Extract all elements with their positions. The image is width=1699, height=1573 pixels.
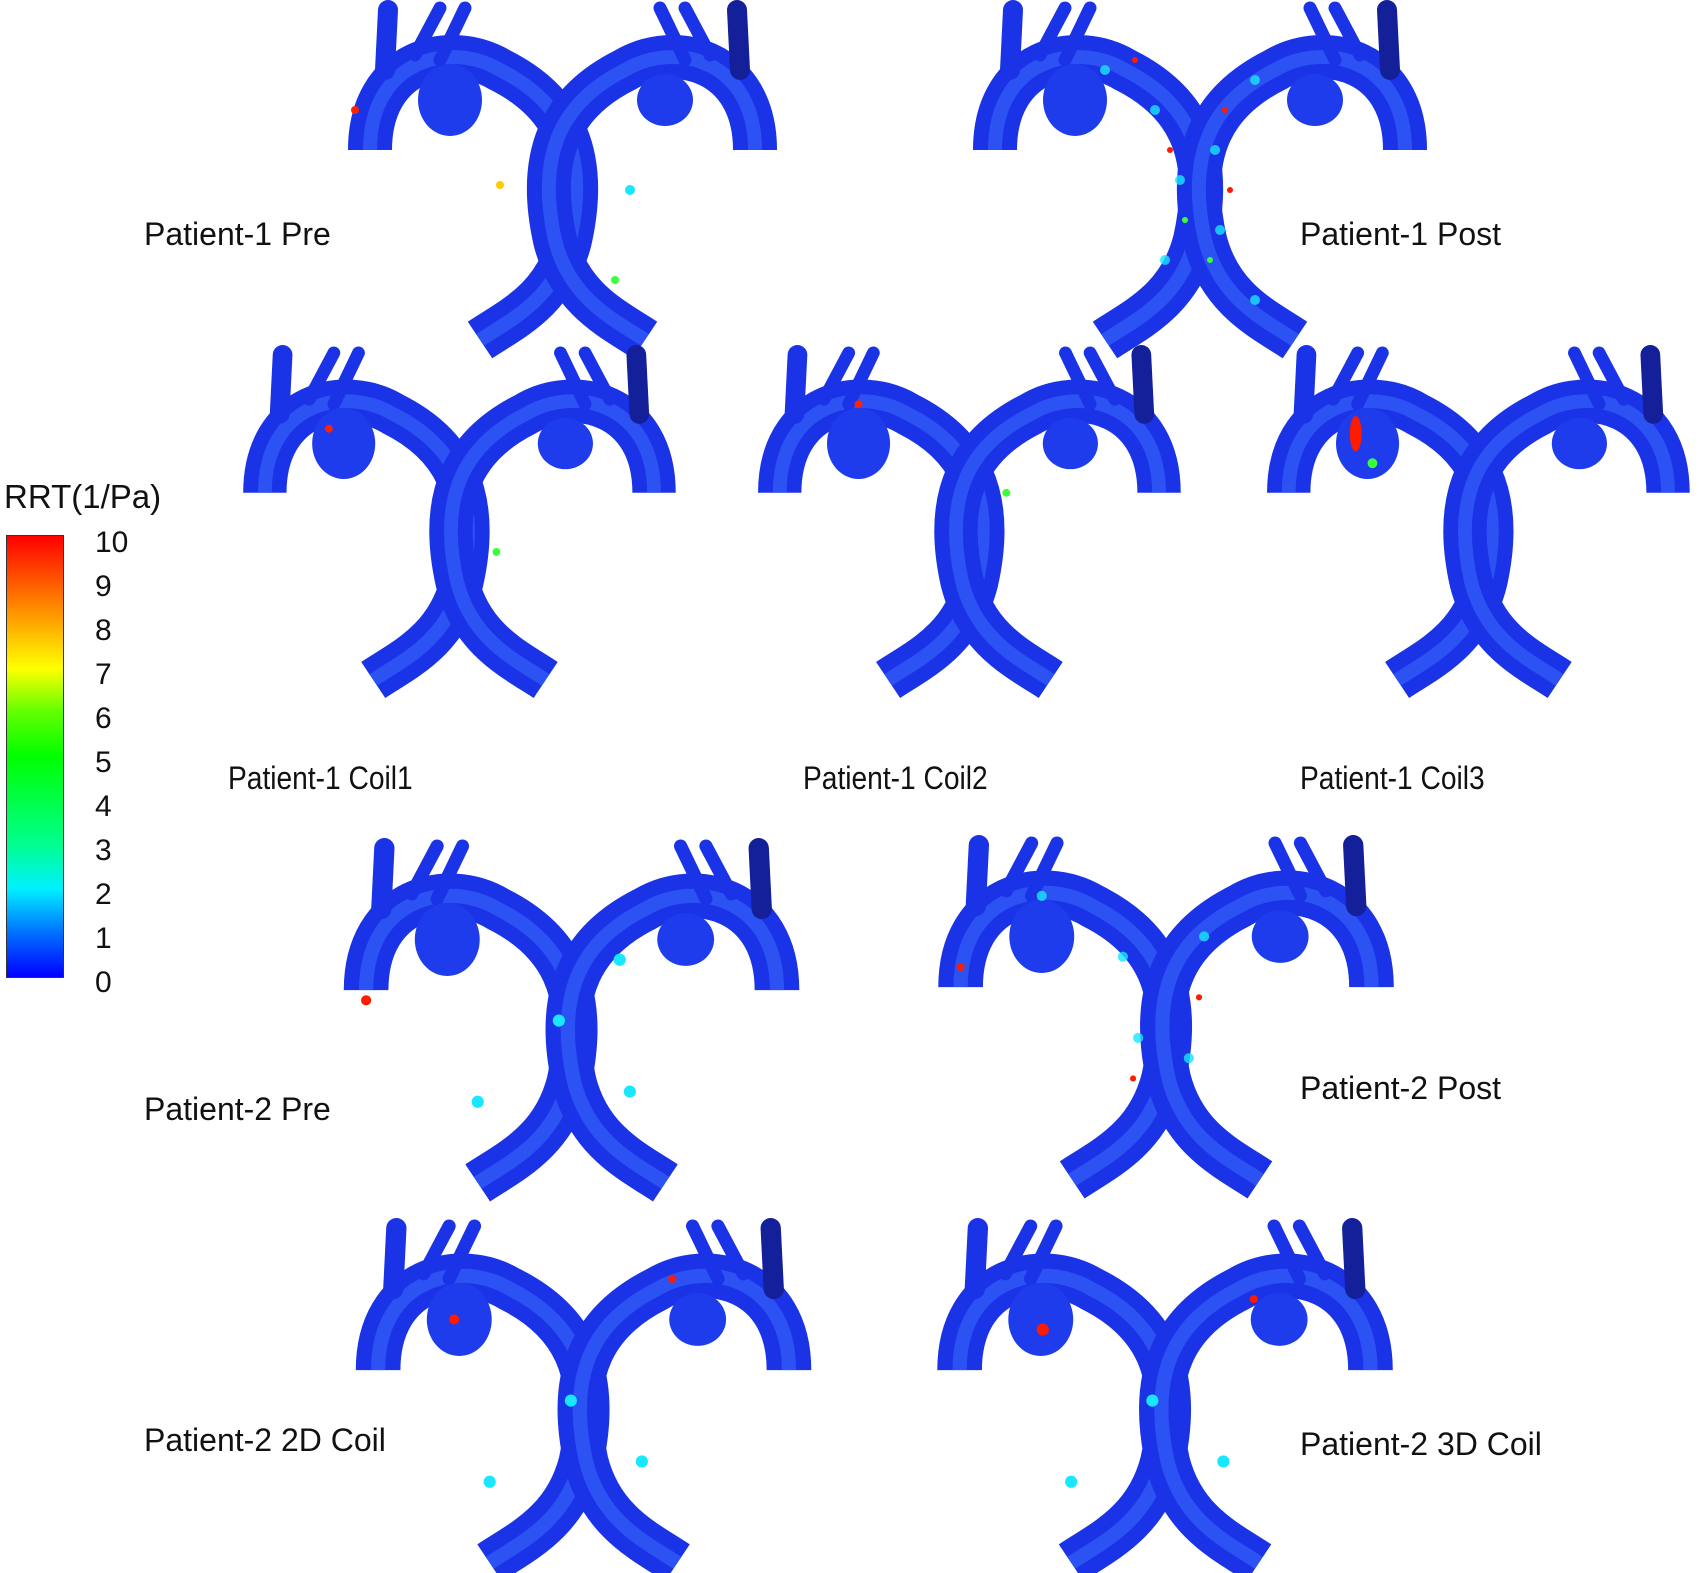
panel-p2-2d-coil	[336, 1218, 826, 1568]
tick-2: 2	[95, 878, 112, 911]
panel-p1-coil2	[737, 345, 1187, 680]
colorbar-title: RRT(1/Pa)	[4, 478, 162, 515]
tick-1: 1	[95, 922, 112, 955]
label-p1-pre: Patient-1 Pre	[144, 216, 331, 252]
tick-5: 5	[95, 746, 112, 779]
label-p1-coil3: Patient-1 Coil3	[1300, 760, 1485, 796]
panel-p2-3d-coil	[910, 1218, 1415, 1568]
tick-0: 0	[95, 966, 112, 999]
tick-3: 3	[95, 834, 112, 867]
tick-8: 8	[95, 614, 112, 647]
panel-p1-coil1	[222, 345, 692, 680]
label-p1-coil2: Patient-1 Coil2	[803, 760, 988, 796]
panel-p1-coil3	[1246, 345, 1696, 680]
panel-p2-post	[916, 835, 1411, 1185]
label-p2-2d-coil: Patient-2 2D Coil	[144, 1422, 386, 1458]
tick-4: 4	[95, 790, 112, 823]
panel-p2-pre	[314, 838, 824, 1188]
tick-6: 6	[95, 702, 112, 735]
colorbar	[6, 535, 64, 978]
label-p2-pre: Patient-2 Pre	[144, 1091, 331, 1127]
panel-p1-pre	[330, 0, 790, 345]
label-p2-post: Patient-2 Post	[1300, 1070, 1501, 1106]
panel-p1-post	[955, 0, 1445, 345]
label-p1-coil1: Patient-1 Coil1	[228, 760, 413, 796]
tick-7: 7	[95, 658, 112, 691]
tick-10: 10	[95, 526, 129, 559]
label-p1-post: Patient-1 Post	[1300, 216, 1501, 252]
tick-9: 9	[95, 570, 112, 603]
label-p2-3d-coil: Patient-2 3D Coil	[1300, 1426, 1542, 1462]
